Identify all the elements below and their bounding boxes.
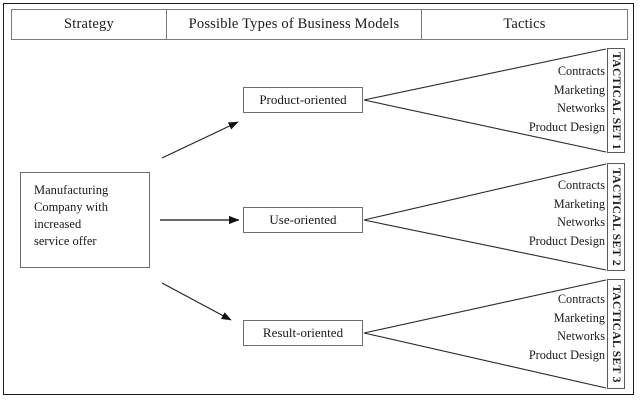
- tactical-set-3-label-box: TACTICAL SET 3: [607, 279, 625, 389]
- tactic-item: Networks: [557, 215, 605, 229]
- header-cell-business-models: Possible Types of Business Models: [167, 10, 422, 39]
- tactics-list-set-1: Contracts Marketing Networks Product Des…: [465, 62, 605, 136]
- tactic-item: Marketing: [553, 82, 605, 97]
- strategy-line-4: service offer: [34, 234, 97, 248]
- tactic-item: Product Design: [528, 233, 605, 248]
- tactic-item: Contracts: [557, 292, 605, 306]
- tactics-list-set-3: Contracts Marketing Networks Product Des…: [465, 290, 605, 364]
- header-cell-tactics: Tactics: [503, 16, 546, 32]
- strategy-line-3: increased: [34, 217, 82, 231]
- model-box-result-oriented: Result-oriented: [243, 320, 363, 346]
- strategy-line-1: Manufacturing: [34, 183, 109, 197]
- outer-frame: [3, 3, 634, 395]
- tactic-item: Marketing: [553, 196, 605, 211]
- strategy-line-2: Company with: [34, 200, 108, 214]
- header-cell-strategy: Strategy: [12, 10, 167, 39]
- tactic-item: Product Design: [528, 119, 605, 134]
- tactics-list-set-2: Contracts Marketing Networks Product Des…: [465, 176, 605, 250]
- tactical-set-2-label-box: TACTICAL SET 2: [607, 163, 625, 271]
- header-table: Strategy Possible Types of Business Mode…: [11, 9, 628, 40]
- tactic-item: Contracts: [557, 178, 605, 192]
- model-box-product-oriented: Product-oriented: [243, 87, 363, 113]
- strategy-box: Manufacturing Company with increased ser…: [20, 172, 150, 268]
- tactic-item: Marketing: [553, 310, 605, 325]
- tactic-item: Networks: [557, 101, 605, 115]
- tactic-item: Product Design: [528, 347, 605, 362]
- tactical-set-2-label: TACTICAL SET 2: [610, 168, 622, 266]
- tactical-set-1-label: TACTICAL SET 1: [610, 51, 622, 150]
- tactical-set-3-label: TACTICAL SET 3: [610, 285, 622, 383]
- tactical-set-1-label-box: TACTICAL SET 1: [607, 48, 625, 153]
- tactic-item: Networks: [557, 329, 605, 343]
- model-box-use-oriented: Use-oriented: [243, 207, 363, 233]
- tactic-item: Contracts: [557, 64, 605, 78]
